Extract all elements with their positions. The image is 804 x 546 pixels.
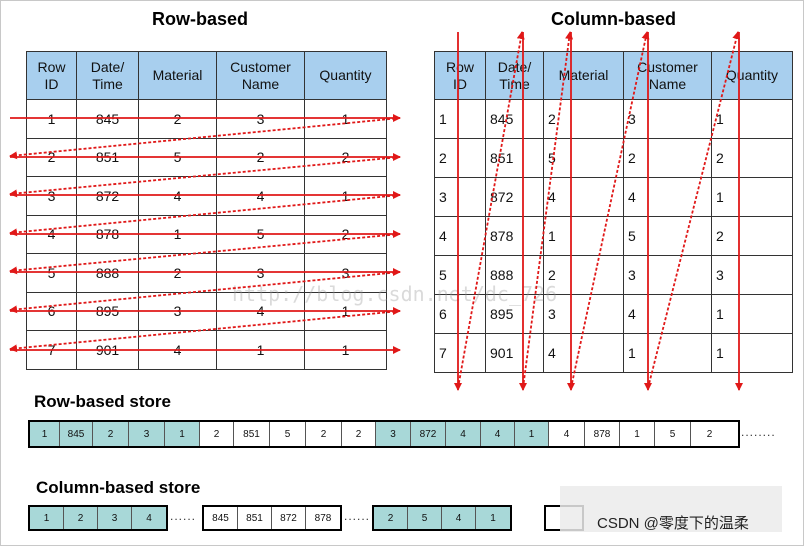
row-store-cell: 3: [129, 422, 165, 446]
col-table-cell: 2: [623, 138, 712, 178]
row-store-cell: 4: [481, 422, 515, 446]
col-table-cell: 4: [543, 177, 624, 217]
column-store-cell: 845: [204, 507, 238, 529]
row-store-cell: 2: [200, 422, 234, 446]
column-store-cell: 3: [98, 507, 132, 529]
col-table-cell: 878: [485, 216, 544, 256]
row-store-cell: 1: [30, 422, 60, 446]
col-table-cell: 5: [434, 255, 486, 295]
col-table-header-2: Material: [543, 51, 624, 100]
csdn-credit: CSDN @零度下的温柔: [597, 515, 749, 532]
scan-jump-arrow: [9, 233, 401, 275]
row-table-header-4: Quantity: [304, 51, 387, 100]
row-store-cell: 2: [342, 422, 376, 446]
col-table-cell: 5: [543, 138, 624, 178]
column-store-cell: 1: [30, 507, 64, 529]
scan-jump-arrow: [9, 117, 401, 160]
column-store-cell: 851: [238, 507, 272, 529]
column-store-cell: 2: [64, 507, 98, 529]
row-store-cell: 4: [549, 422, 585, 446]
col-table-cell: 1: [711, 333, 793, 373]
col-table-cell: 1: [434, 99, 486, 139]
col-table-cell: 888: [485, 255, 544, 295]
column-store-heading: Column-based store: [36, 478, 201, 497]
row-store-cell: 1: [620, 422, 655, 446]
col-table-cell: 2: [434, 138, 486, 178]
col-table-cell: 1: [711, 177, 793, 217]
column-store-cell: 878: [314, 512, 332, 524]
column-based-heading: Column-based: [551, 9, 677, 29]
row-store-cell: 2: [306, 422, 342, 446]
row-based-heading: Row-based: [152, 9, 249, 29]
row-store-cell: 3: [376, 422, 411, 446]
row-store-cell: 4: [446, 422, 481, 446]
column-store-cell: 5: [408, 507, 442, 529]
scan-jump-arrow: [647, 31, 741, 389]
row-table-header-2: Material: [138, 51, 217, 100]
scan-jump-arrow: [9, 271, 401, 314]
col-table-cell: 901: [485, 333, 544, 373]
column-store-cell: 872: [272, 507, 306, 529]
col-table-cell: 845: [485, 99, 544, 139]
row-store-cell: 2: [93, 422, 129, 446]
col-table-cell: 2: [711, 138, 793, 178]
column-store-cell: 4: [132, 507, 166, 529]
blurred-overlay: [560, 486, 782, 532]
col-table-cell: 3: [711, 255, 793, 295]
row-store-cell: 5: [655, 422, 691, 446]
row-store-continuation: ........: [741, 425, 776, 439]
row-store-cell: 878: [585, 422, 620, 446]
col-table-cell: 1: [711, 99, 793, 139]
row-table-header-1: Date/Time: [76, 51, 139, 100]
col-table-cell: 3: [434, 177, 486, 217]
scan-jump-arrow: [9, 310, 401, 353]
column-store-cell: 1: [476, 507, 510, 529]
row-store-cell: 1: [515, 422, 549, 446]
column-store-gap: ......: [170, 509, 197, 523]
col-table-cell: 895: [485, 294, 544, 334]
column-store-cell: 4: [442, 507, 476, 529]
column-store-cell: 2: [374, 507, 408, 529]
col-table-cell: 851: [485, 138, 544, 178]
scan-jump-arrow: [9, 194, 401, 237]
col-table-cell: 1: [711, 294, 793, 334]
scan-order-arrows: [9, 31, 743, 391]
scan-jump-arrow: [9, 156, 401, 198]
col-table-cell: 3: [623, 99, 712, 139]
scan-jump-arrow: [570, 31, 650, 389]
scan-jump-arrow: [457, 31, 525, 389]
row-store-cell: 2: [706, 428, 713, 440]
col-table-cell: 2: [711, 216, 793, 256]
row-store-cell: 5: [270, 422, 306, 446]
column-store-gap: ......: [344, 509, 371, 523]
row-store-heading: Row-based store: [34, 392, 171, 411]
col-table-cell: 6: [434, 294, 486, 334]
scan-jump-arrow: [522, 31, 574, 389]
watermark-text: http://blog.csdn.net/dc_726: [232, 282, 558, 306]
row-store-cell: 1: [165, 422, 200, 446]
col-table-cell: 4: [543, 333, 624, 373]
row-store-cell: 872: [411, 422, 446, 446]
col-table-cell: 1: [623, 333, 712, 373]
col-table-cell: 5: [623, 216, 712, 256]
row-store-cell: 851: [234, 422, 270, 446]
col-table-cell: 3: [623, 255, 712, 295]
row-store-cell: 845: [60, 422, 93, 446]
